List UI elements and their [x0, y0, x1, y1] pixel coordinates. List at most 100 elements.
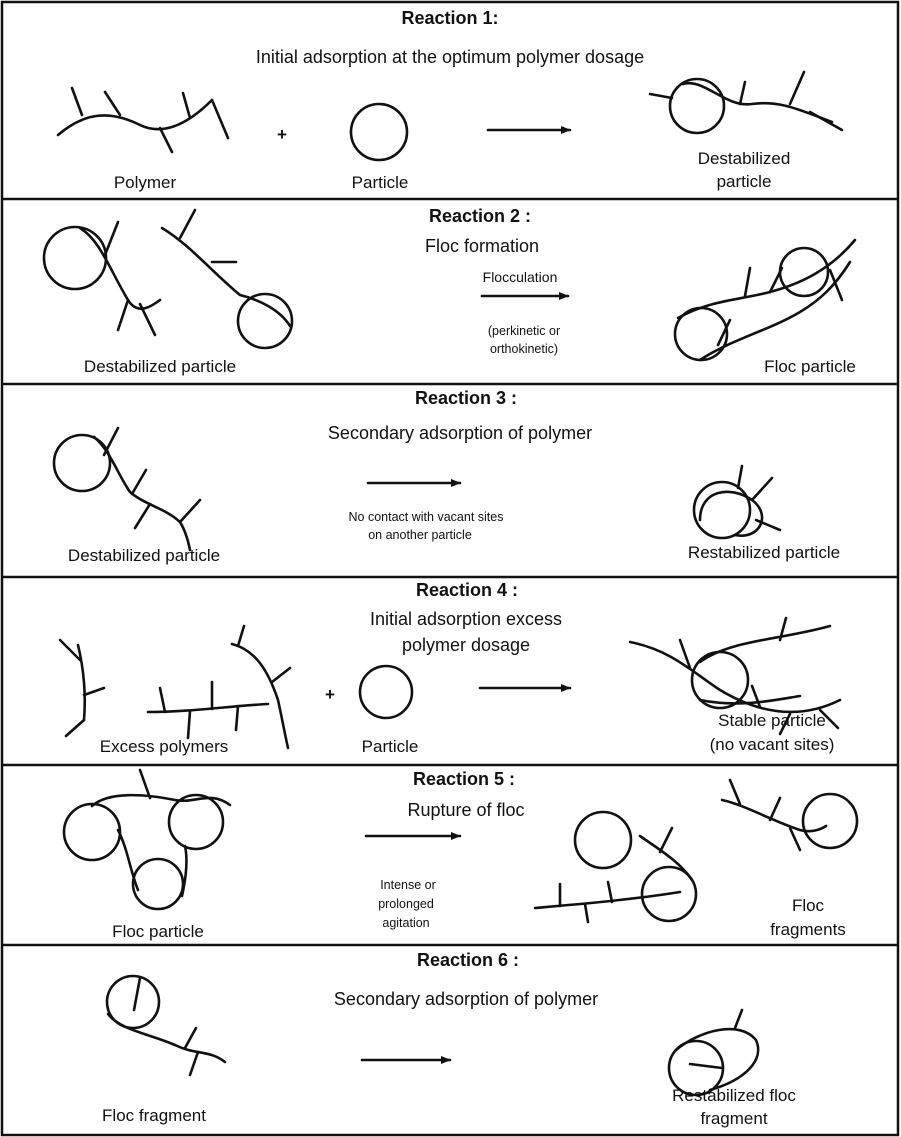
- excess-polymer-chain: [232, 644, 288, 748]
- particle-circle: [351, 104, 407, 160]
- reaction-1-product-label-line2: particle: [717, 173, 772, 192]
- adsorbed-polymer: [683, 83, 832, 122]
- reaction-2-product-label: Floc particle: [764, 358, 856, 377]
- reaction-4-title: Reaction 4 :: [416, 581, 518, 601]
- reaction-6-subtitle: Secondary adsorption of polymer: [334, 990, 598, 1010]
- reaction-3-title: Reaction 3 :: [415, 389, 517, 409]
- reaction-5-product-label-line2: fragments: [770, 921, 846, 940]
- reaction-1-plus-sign: +: [277, 126, 287, 145]
- polymer-branch: [212, 100, 228, 138]
- polymer-branch: [608, 882, 612, 902]
- polymer-chain-a: [80, 228, 160, 309]
- excess-polymer-chain: [78, 645, 85, 720]
- reaction-6-product-label-line2: fragment: [700, 1110, 767, 1129]
- polymer-branch: [730, 780, 740, 804]
- polymer-branch: [660, 828, 672, 852]
- reaction-4-subtitle-line1: Initial adsorption excess: [370, 610, 562, 630]
- reaction-1-polymer-label: Polymer: [114, 174, 176, 193]
- reaction-5-graphics: [64, 770, 857, 922]
- floc-particle-circle-b: [169, 795, 223, 849]
- polymer-branch: [84, 688, 104, 695]
- wrapping-polymer: [676, 1029, 758, 1090]
- reaction-1-particle-label: Particle: [352, 174, 409, 193]
- polymer-chain: [94, 437, 190, 550]
- polymer-branch: [160, 688, 165, 712]
- reaction-5-product-label-line1: Floc: [792, 897, 824, 916]
- fragment-circle-c: [803, 794, 857, 848]
- reaction-5-reactant-label: Floc particle: [112, 923, 204, 942]
- polymer-branch: [236, 706, 238, 730]
- reaction-6-product-label-line1: Restabilized floc: [672, 1087, 796, 1106]
- covering-polymer: [700, 696, 800, 703]
- reaction-3-reactant-label: Destabilized particle: [68, 547, 220, 566]
- polymer-branch: [238, 626, 244, 646]
- floc-bridging-polymer: [92, 795, 230, 806]
- reaction-4-product-label-line1: Stable particle: [718, 712, 826, 731]
- polymer-branch: [118, 300, 128, 330]
- reaction-2-condition-line1: (perkinetic or: [488, 322, 560, 340]
- fragment-polymer: [535, 892, 680, 908]
- reaction-4-product-label-line2: (no vacant sites): [710, 736, 835, 755]
- polymer-branch: [140, 770, 150, 798]
- polymer-branch: [690, 1064, 722, 1068]
- floc-particle-circle-c: [133, 859, 183, 909]
- reaction-1-subtitle: Initial adsorption at the optimum polyme…: [256, 48, 644, 68]
- reaction-3-condition-line2: on another particle: [368, 526, 472, 544]
- reaction-5-condition-line3: agitation: [382, 914, 429, 932]
- bridging-polymer: [678, 240, 855, 318]
- polymer-branch: [650, 94, 672, 98]
- reaction-1-graphics: [58, 72, 842, 160]
- destabilized-particle-circle: [670, 79, 724, 133]
- polymer-branch: [752, 478, 772, 500]
- reaction-4-particle-label: Particle: [362, 738, 419, 757]
- reaction-5-subtitle: Rupture of floc: [407, 801, 524, 821]
- polymer-branch: [188, 711, 190, 738]
- particle-circle: [360, 666, 412, 718]
- fragment-polymer: [722, 800, 826, 831]
- polymer-branch: [72, 88, 82, 115]
- polymer-branch: [272, 668, 290, 682]
- reaction-1-title: Reaction 1:: [401, 9, 498, 29]
- polymer-branch: [810, 112, 842, 130]
- reaction-6-title: Reaction 6 :: [417, 951, 519, 971]
- reaction-2-title: Reaction 2 :: [429, 207, 531, 227]
- polymer-branch: [190, 1052, 198, 1075]
- floc-particle-circle-b: [780, 248, 828, 296]
- reaction-3-subtitle: Secondary adsorption of polymer: [328, 424, 592, 444]
- polymer-branch: [185, 1028, 196, 1048]
- reaction-4-plus-sign: +: [325, 686, 335, 705]
- fragment-circle-a: [575, 812, 631, 868]
- reaction-2-graphics: [44, 210, 855, 360]
- polymer-branch: [738, 466, 742, 488]
- polymer-branch: [135, 504, 150, 528]
- polymer-branch: [160, 128, 172, 152]
- reaction-1-product-label-line1: Destabilized: [698, 150, 791, 169]
- polymer-branch: [105, 222, 118, 255]
- covering-polymer: [700, 626, 830, 662]
- reaction-2-subtitle: Floc formation: [425, 237, 539, 257]
- reaction-4-subtitle-line2: polymer dosage: [402, 636, 530, 656]
- floc-particle-circle-a: [64, 804, 120, 860]
- floc-bridging-polymer: [182, 846, 186, 896]
- polymer-branch: [745, 268, 750, 296]
- polymer-branch: [770, 798, 780, 820]
- polymer-branch: [132, 470, 146, 494]
- polymer-branch: [105, 92, 120, 115]
- polymer-chain-b: [162, 228, 290, 326]
- polymer-branch: [60, 640, 80, 660]
- particle-circle-a: [44, 227, 106, 289]
- reaction-5-title: Reaction 5 :: [413, 770, 515, 790]
- reaction-3-condition-line1: No contact with vacant sites: [349, 508, 504, 526]
- reaction-2-arrow-label: Flocculation: [483, 267, 558, 287]
- reaction-3-product-label: Restabilized particle: [688, 544, 840, 563]
- polymer-branch: [790, 828, 800, 850]
- polymer-branch: [735, 1010, 742, 1028]
- reaction-5-condition-line2: prolonged: [378, 895, 434, 913]
- reaction-4-polymers-label: Excess polymers: [100, 738, 228, 757]
- reaction-2-reactant-label: Destabilized particle: [84, 358, 236, 377]
- reaction-6-reactant-label: Floc fragment: [102, 1107, 206, 1126]
- polymer-branch: [740, 82, 745, 104]
- floc-bridging-polymer: [118, 830, 138, 890]
- polymer-branch: [66, 720, 84, 736]
